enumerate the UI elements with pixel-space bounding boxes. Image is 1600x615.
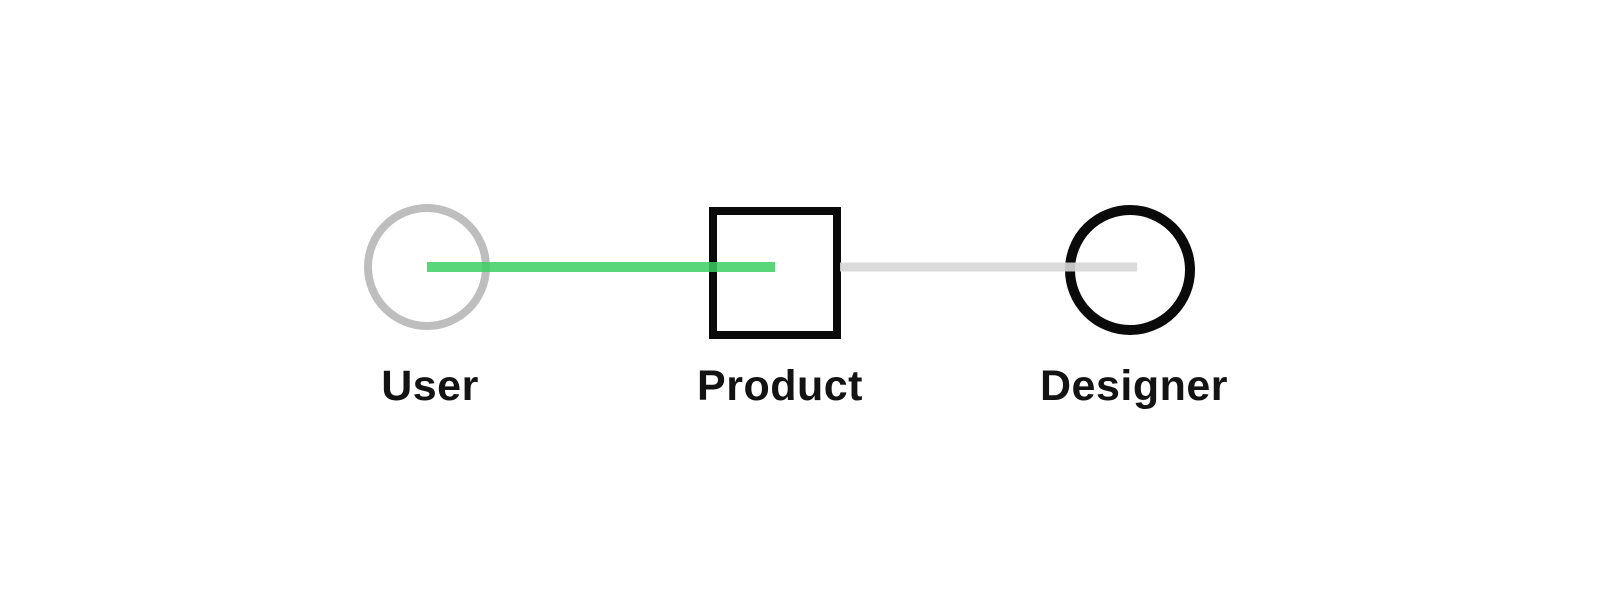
product-node-square [709, 207, 841, 339]
designer-node-label: Designer [1039, 362, 1229, 410]
product-node-label: Product [697, 362, 863, 410]
user-node-label: User [381, 362, 479, 410]
